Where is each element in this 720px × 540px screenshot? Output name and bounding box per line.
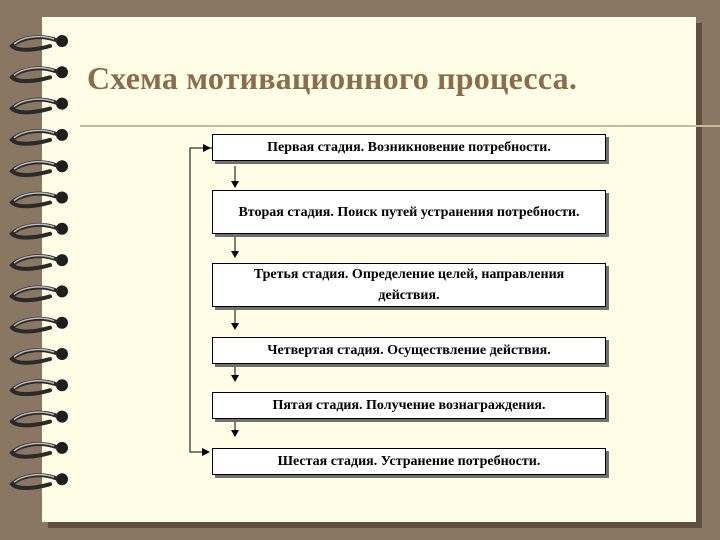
spiral-binding-ring-icon xyxy=(9,473,68,490)
stage-5-box: Пятая стадия. Получение вознаграждения. xyxy=(212,392,606,419)
spiral-binding-ring-icon xyxy=(9,379,68,397)
stage-1-box: Первая стадия. Возникновение потребности… xyxy=(212,134,606,161)
spiral-binding-ring-icon xyxy=(9,97,68,115)
spiral-binding-ring-icon xyxy=(9,191,68,209)
feedback-loop-arrow xyxy=(189,147,212,453)
stage-6-box: Шестая стадия. Устранение потребности. xyxy=(212,448,606,475)
spiral-binding-ring-icon xyxy=(9,254,68,271)
spiral-binding-ring-icon xyxy=(9,316,68,334)
spiral-binding-ring-icon xyxy=(9,410,68,428)
spiral-binding-ring-icon xyxy=(9,222,68,240)
spiral-binding-ring-icon xyxy=(9,348,68,365)
stage-3-box: Третья стадия. Определение целей, направ… xyxy=(212,263,606,307)
stage-4-box: Четвертая стадия. Осуществление действия… xyxy=(212,337,606,364)
title-divider xyxy=(80,125,720,127)
spiral-binding-ring-icon xyxy=(9,35,68,52)
stage-2-box: Вторая стадия. Поиск путей устранения по… xyxy=(212,190,606,234)
spiral-binding-ring-icon xyxy=(9,66,68,84)
page-title: Схема мотивационного процесса. xyxy=(87,60,578,96)
spiral-binding-ring-icon xyxy=(9,128,68,146)
spiral-binding xyxy=(9,35,68,490)
spiral-binding-ring-icon xyxy=(9,160,68,177)
spiral-binding-ring-icon xyxy=(9,285,68,303)
spiral-binding-ring-icon xyxy=(9,441,68,459)
